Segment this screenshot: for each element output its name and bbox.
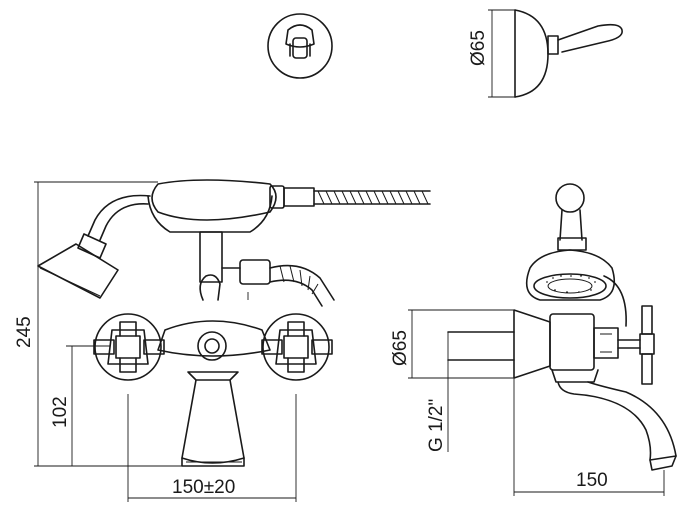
mixer-front-view: 245 102 150±20: [14, 179, 431, 502]
dim-thread: G 1/2": [426, 399, 447, 452]
dim-centers-distance: 150±20: [172, 477, 235, 498]
dim-spout-height: 102: [50, 396, 71, 428]
dim-projection: 150: [576, 470, 608, 491]
dim-body-diameter: Ø65: [390, 330, 411, 366]
dim-handshower-diameter: Ø65: [468, 30, 489, 66]
shower-head-side-view: Ø65: [468, 9, 623, 98]
shower-holder-top-view: [267, 13, 333, 79]
mixer-side-view: Ø65 G 1/2" 150: [390, 183, 677, 496]
dim-total-height: 245: [14, 316, 35, 348]
